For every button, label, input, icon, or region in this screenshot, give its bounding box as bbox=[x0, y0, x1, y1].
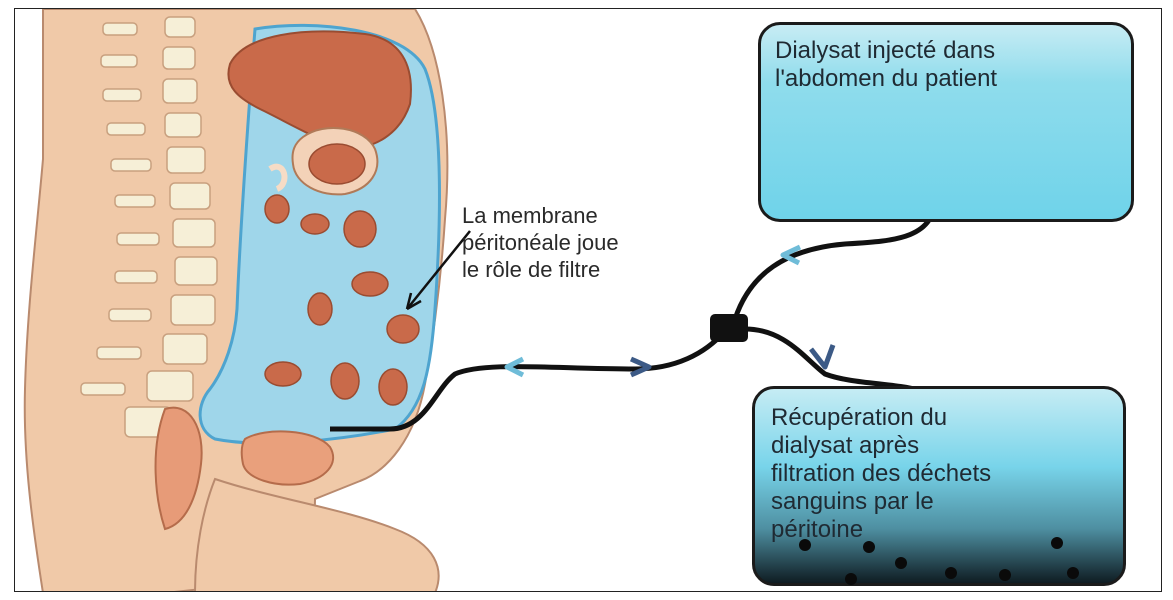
waste-particle bbox=[845, 573, 857, 585]
bottom-bag-label: Récupération du dialysat après filtratio… bbox=[771, 404, 1107, 544]
top-bag-label: Dialysat injecté dans l'abdomen du patie… bbox=[775, 37, 1117, 93]
waste-particle bbox=[1067, 567, 1079, 579]
bladder bbox=[242, 431, 333, 484]
waste-particle bbox=[999, 569, 1011, 581]
diagram-frame: La membrane péritonéale joue le rôle de … bbox=[14, 8, 1162, 592]
tube-connector bbox=[710, 314, 748, 342]
waste-particle bbox=[945, 567, 957, 579]
dialysate-top-bag: Dialysat injecté dans l'abdomen du patie… bbox=[758, 22, 1134, 222]
membrane-label: La membrane péritonéale joue le rôle de … bbox=[462, 202, 712, 283]
dialysate-bottom-bag: Récupération du dialysat après filtratio… bbox=[752, 386, 1126, 586]
waste-particle bbox=[895, 557, 907, 569]
